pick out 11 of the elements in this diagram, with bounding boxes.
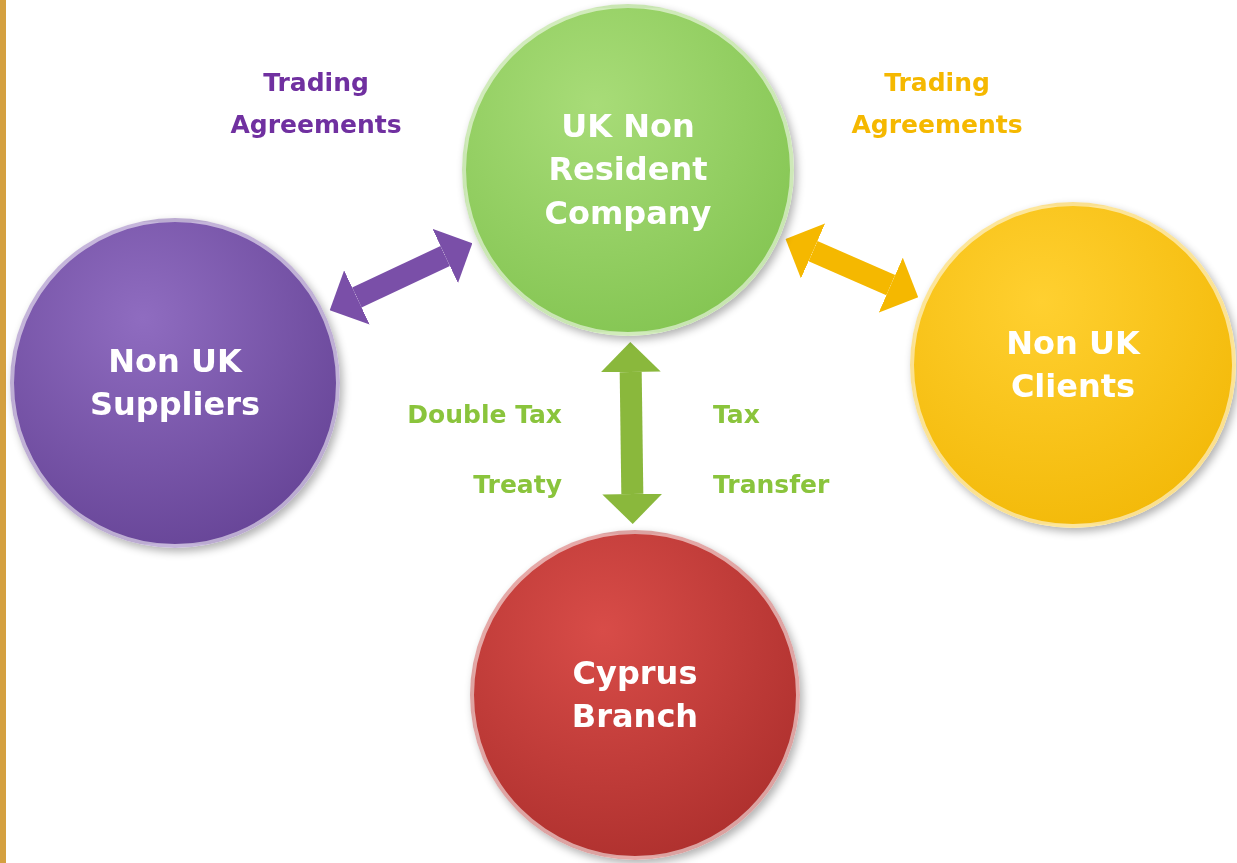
double-arrow <box>600 342 663 524</box>
arrow-caption: Trading Agreements <box>229 67 403 141</box>
node-label: UK Non Resident Company <box>543 106 713 234</box>
arrow-caption: Double Tax Treaty <box>406 399 562 501</box>
node-label: Cyprus Branch <box>570 652 700 737</box>
node-label: Non UK Suppliers <box>88 340 262 425</box>
double-arrow <box>329 228 473 325</box>
arrow-caption: Tax Transfer <box>713 399 831 501</box>
arrow-caption: Trading Agreements <box>850 67 1024 141</box>
double-arrow <box>785 223 919 313</box>
node-label: Non UK Clients <box>1005 322 1142 407</box>
